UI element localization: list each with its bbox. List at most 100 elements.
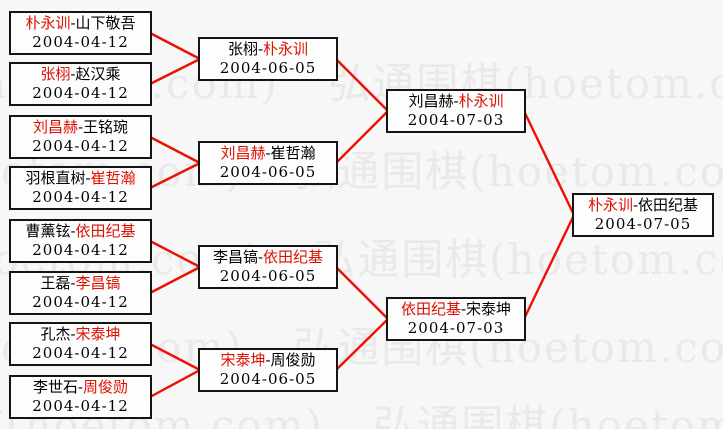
- match-date: 2004-06-05: [219, 59, 317, 77]
- match-date: 2004-04-12: [32, 397, 129, 415]
- vs-dash: -: [70, 14, 76, 32]
- vs-dash: -: [460, 300, 467, 318]
- player-name: 王磊: [40, 274, 71, 292]
- player-name: 孔杰: [40, 325, 71, 343]
- match-box-r1-7: 孔杰-宋泰坤 2004-04-12: [9, 322, 152, 366]
- match-box-final: 朴永训-依田纪基 2004-07-05: [572, 193, 714, 237]
- player-name: 张栩: [40, 65, 71, 83]
- vs-dash: -: [77, 118, 84, 136]
- vs-dash: -: [453, 92, 459, 110]
- connector-line: [149, 342, 201, 372]
- vs-dash: -: [70, 222, 76, 240]
- player-name: 赵汉乘: [75, 65, 121, 83]
- match-players: 李昌镐-依田纪基: [213, 248, 323, 267]
- vs-dash: -: [265, 144, 271, 162]
- connector-line: [522, 214, 576, 320]
- vs-dash: -: [85, 169, 91, 187]
- player-name: 依田纪基: [75, 222, 136, 240]
- player-name: 依田纪基: [638, 196, 699, 214]
- match-date: 2004-07-05: [594, 215, 692, 233]
- match-players: 曹薰铉-依田纪基: [25, 222, 135, 241]
- match-players: 朴永训-依田纪基: [588, 196, 698, 215]
- match-players: 孔杰-宋泰坤: [40, 325, 120, 344]
- player-name: 崔哲瀚: [270, 144, 316, 162]
- match-box-r1-6: 王磊-李昌镐 2004-04-12: [9, 271, 152, 315]
- match-box-sf-2: 依田纪基-宋泰坤 2004-07-03: [386, 297, 526, 341]
- match-date: 2004-07-03: [407, 319, 505, 337]
- connector-line: [149, 135, 201, 165]
- match-box-r1-2: 张栩-赵汉乘 2004-04-12: [9, 62, 152, 106]
- player-name: 刘昌赫: [32, 118, 78, 136]
- match-box-r2-2: 刘昌赫-崔哲瀚 2004-06-05: [198, 141, 338, 185]
- match-box-sf-1: 刘昌赫-朴永训 2004-07-03: [386, 89, 526, 133]
- player-name: 山下敬吾: [75, 14, 136, 32]
- match-date: 2004-06-05: [219, 370, 317, 388]
- player-name: 依田纪基: [263, 248, 324, 266]
- match-box-r1-8: 李世石-周俊勋 2004-04-12: [9, 375, 152, 419]
- match-box-r1-4: 羽根直树-崔哲瀚 2004-04-12: [9, 166, 152, 210]
- match-date: 2004-04-12: [32, 84, 129, 102]
- match-date: 2004-04-12: [32, 33, 129, 51]
- player-name: 朴永训: [263, 40, 309, 58]
- vs-dash: -: [70, 65, 76, 83]
- connector-line: [335, 110, 389, 164]
- connector-line: [149, 265, 201, 295]
- match-date: 2004-06-05: [219, 267, 317, 285]
- connector-line: [149, 239, 201, 269]
- connector-line: [335, 266, 389, 320]
- player-name: 宋泰坤: [220, 351, 266, 369]
- vs-dash: -: [632, 196, 639, 214]
- match-date: 2004-04-12: [32, 137, 129, 155]
- connector-line: [149, 31, 201, 61]
- match-players: 刘昌赫-王铭琬: [33, 118, 128, 137]
- player-name: 周俊勋: [83, 378, 129, 396]
- vs-dash: -: [257, 248, 264, 266]
- match-players: 刘昌赫-朴永训: [408, 92, 503, 111]
- match-players: 朴永训-山下敬吾: [25, 14, 135, 33]
- player-name: 朴永训: [587, 196, 633, 214]
- match-players: 宋泰坤-周俊勋: [220, 351, 315, 370]
- match-players: 李世石-周俊勋: [33, 378, 128, 397]
- match-date: 2004-04-12: [32, 241, 129, 259]
- player-name: 张栩: [227, 40, 258, 58]
- match-box-r2-3: 李昌镐-依田纪基 2004-06-05: [198, 245, 338, 289]
- match-box-r2-1: 张栩-朴永训 2004-06-05: [198, 37, 338, 81]
- player-name: 朴永训: [458, 92, 504, 110]
- connector-line: [149, 161, 201, 190]
- vs-dash: -: [265, 351, 271, 369]
- player-name: 李昌镐: [75, 274, 121, 292]
- match-players: 王磊-李昌镐: [40, 274, 120, 293]
- match-box-r1-5: 曹薰铉-依田纪基 2004-04-12: [9, 219, 152, 263]
- player-name: 刘昌赫: [220, 144, 266, 162]
- match-date: 2004-04-12: [32, 293, 129, 311]
- connector-line: [149, 57, 201, 86]
- player-name: 朴永训: [25, 14, 71, 32]
- connector-line: [149, 368, 201, 399]
- match-date: 2004-07-03: [407, 111, 505, 129]
- match-box-r1-1: 朴永训-山下敬吾 2004-04-12: [9, 11, 152, 55]
- player-name: 周俊勋: [270, 351, 316, 369]
- player-name: 宋泰坤: [466, 300, 512, 318]
- player-name: 依田纪基: [400, 300, 461, 318]
- match-box-r2-4: 宋泰坤-周俊勋 2004-06-05: [198, 348, 338, 392]
- connector-line: [522, 110, 576, 216]
- connector-line: [335, 58, 389, 112]
- match-players: 依田纪基-宋泰坤: [401, 300, 511, 319]
- match-date: 2004-04-12: [32, 344, 129, 362]
- player-name: 宋泰坤: [75, 325, 121, 343]
- match-date: 2004-06-05: [219, 163, 317, 181]
- match-box-r1-3: 刘昌赫-王铭琬 2004-04-12: [9, 115, 152, 159]
- player-name: 刘昌赫: [408, 92, 454, 110]
- player-name: 王铭琬: [83, 118, 129, 136]
- player-name: 崔哲瀚: [90, 169, 136, 187]
- player-name: 曹薰铉: [25, 222, 71, 240]
- player-name: 李世石: [32, 378, 78, 396]
- vs-dash: -: [70, 274, 76, 292]
- player-name: 李昌镐: [212, 248, 258, 266]
- vs-dash: -: [77, 378, 84, 396]
- connector-line: [335, 318, 389, 371]
- vs-dash: -: [70, 325, 76, 343]
- match-players: 张栩-赵汉乘: [40, 65, 120, 84]
